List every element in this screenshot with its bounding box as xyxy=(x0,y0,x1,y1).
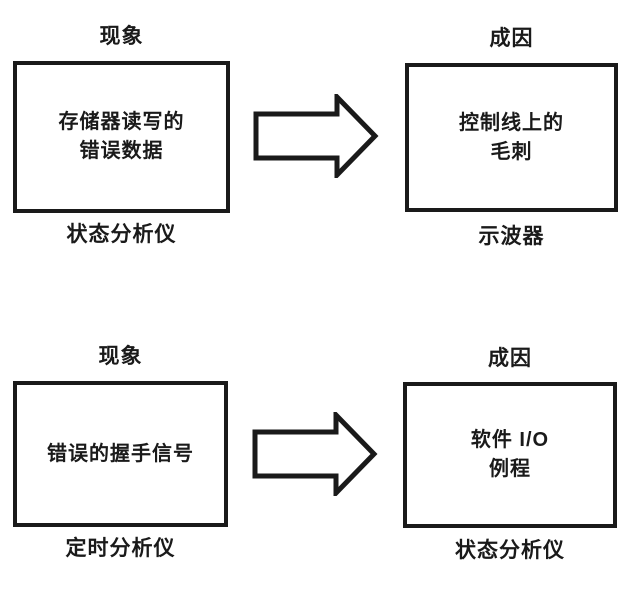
phenomenon-label-row1: 现象 xyxy=(99,25,144,48)
phenomenon-box-row2: 错误的握手信号 xyxy=(13,381,228,527)
tool-label-row2-right: 状态分析仪 xyxy=(455,539,565,562)
box-text-line: 存储器读写的 xyxy=(58,111,185,133)
box-text-line: 毛刺 xyxy=(490,140,533,163)
box-text-line: 控制线上的 xyxy=(459,111,564,134)
cause-label-row2: 成因 xyxy=(488,347,532,370)
tool-label-row1-right: 示波器 xyxy=(478,225,545,248)
box-text-line: 错误数据 xyxy=(79,140,164,162)
right-block-arrow-icon xyxy=(252,412,378,496)
cause-box-row1: 控制线上的 毛刺 xyxy=(405,63,618,212)
box-text-line: 软件 I/O xyxy=(470,429,550,451)
phenomenon-label-row2: 现象 xyxy=(98,345,143,368)
phenomenon-box-row1: 存储器读写的 错误数据 xyxy=(13,61,230,213)
tool-label-row1-left: 状态分析仪 xyxy=(66,223,177,246)
cause-box-row2: 软件 I/O 例程 xyxy=(403,382,617,528)
box-text-line: 错误的握手信号 xyxy=(47,442,194,465)
box-text-line: 例程 xyxy=(489,458,531,480)
right-block-arrow-icon xyxy=(253,94,379,178)
cause-label-row1: 成因 xyxy=(489,27,534,50)
tool-label-row2-left: 定时分析仪 xyxy=(65,537,176,560)
